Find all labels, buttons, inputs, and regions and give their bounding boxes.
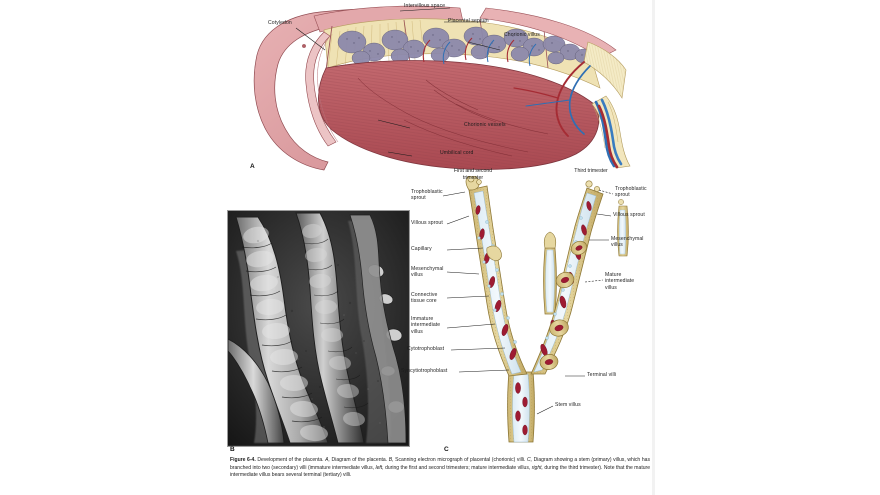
label-chorionic-vessels: Chorionic vessels xyxy=(464,122,506,128)
panel-a-illustration xyxy=(253,5,631,171)
label-syncytiotrophoblast: Syncytiotrophoblast xyxy=(401,368,448,374)
panel-c-illustration xyxy=(442,176,629,443)
panel-b-micrograph xyxy=(227,210,410,447)
panel-a-diagram-of-placenta: Cotyledon Intervillous space Placental s… xyxy=(228,2,652,172)
caption-rich-text: Figure 6-4. Development of the placenta.… xyxy=(230,457,651,479)
label-mesenchymal-villus-right: Mesenchymal villus xyxy=(611,236,644,249)
label-cytotrophoblast: Cytotrophoblast xyxy=(407,346,445,352)
label-umbilical-cord: Umbilical cord xyxy=(440,150,474,156)
label-intervillous-space: Intervillous space xyxy=(404,3,446,9)
heading-first-second-trimester: First and second trimester xyxy=(453,168,493,181)
panel-letter-a: A xyxy=(250,163,255,170)
label-villous-sprout-right: Villous sprout xyxy=(613,212,645,218)
heading-third-trimester: Third trimester xyxy=(574,168,608,174)
panel-b-sem-image xyxy=(228,211,408,445)
page-edge-strip xyxy=(652,0,655,495)
figure-content-column: Cotyledon Intervillous space Placental s… xyxy=(227,0,653,495)
label-chorionic-villus: Chorionic villus xyxy=(504,32,540,38)
label-mature-intermediate-villus: Mature intermediate villus xyxy=(605,272,635,291)
label-stem-villus: Stem villus xyxy=(555,402,581,408)
label-placental-septum: Placental septum xyxy=(448,18,489,24)
panel-letter-c: C xyxy=(444,446,449,453)
label-trophoblastic-sprout-right: Trophoblastic sprout xyxy=(615,186,647,199)
panel-letter-b: B xyxy=(230,446,235,453)
label-trophoblastic-sprout: Trophoblastic sprout xyxy=(411,189,443,202)
figure-caption: Figure 6-4. Development of the placenta.… xyxy=(230,457,650,480)
label-immature-intermediate-villus: Immature intermediate villus xyxy=(411,316,441,335)
label-terminal-villi: Terminal villi xyxy=(587,372,617,378)
panel-c-villus-development-diagram: First and second trimester Third trimest… xyxy=(401,168,653,446)
label-connective-tissue-core: Connective tissue core xyxy=(411,292,438,305)
label-capillary: Capillary xyxy=(411,246,432,252)
label-villous-sprout: Villous sprout xyxy=(411,220,443,226)
label-mesenchymal-villus: Mesenchymal villus xyxy=(411,266,444,279)
label-cotyledon: Cotyledon xyxy=(268,20,292,26)
